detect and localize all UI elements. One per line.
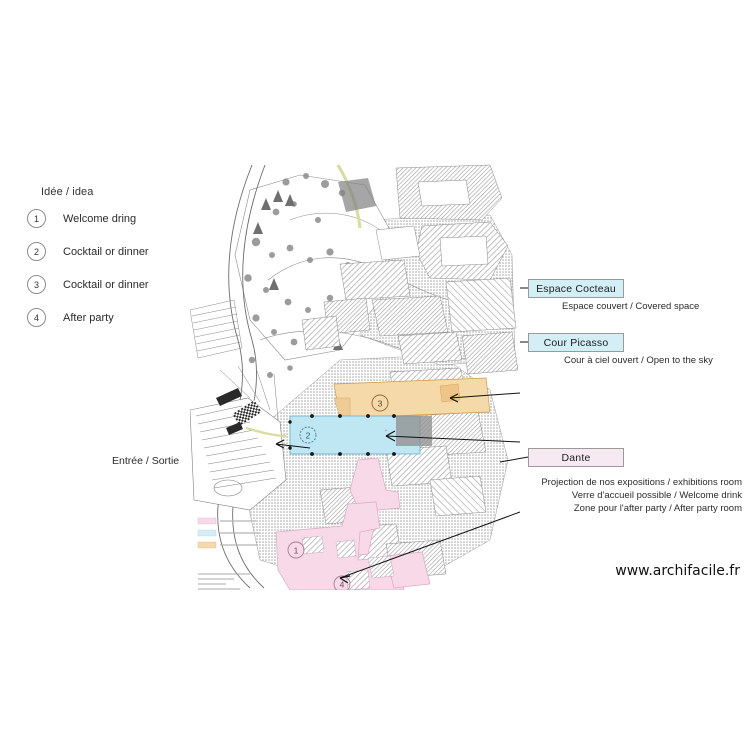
callout-espace-cocteau[interactable]: Espace Cocteau — [528, 279, 624, 298]
marker-circle-4: 4 — [27, 308, 46, 327]
svg-text:3: 3 — [378, 399, 383, 409]
svg-text:2: 2 — [306, 431, 311, 441]
zone-espace-cocteau — [333, 377, 491, 419]
marker-circle-2: 2 — [27, 242, 46, 261]
legend-label-2: Cocktail or dinner — [63, 245, 149, 258]
dante-description-line-3: Zone pour l'after party / After party ro… — [573, 503, 742, 514]
marker-3-on-map: 3 — [371, 394, 389, 412]
entrance-plaza — [190, 365, 287, 511]
marker-circle-3: 3 — [27, 275, 46, 294]
legend-item-1: 1 Welcome dring — [27, 206, 227, 231]
terrace-slope — [190, 299, 243, 359]
legend-label-3: Cocktail or dinner — [63, 278, 149, 291]
svg-text:4: 4 — [340, 580, 345, 590]
legend-item-4: 4 After party — [27, 305, 227, 330]
svg-text:1: 1 — [294, 546, 299, 556]
map-arrows — [275, 392, 520, 584]
callout-cour-picasso-subtitle: Cour à ciel ouvert / Open to the sky — [564, 355, 713, 366]
entrance-exit-label: Entrée / Sortie — [112, 455, 180, 467]
callout-espace-cocteau-subtitle: Espace couvert / Covered space — [562, 301, 700, 312]
archifacile-url[interactable]: www.archifacile.fr — [615, 563, 740, 579]
legend-label-4: After party — [63, 311, 114, 324]
site-plan-map: 3 2 + — [190, 160, 520, 590]
svg-text:+: + — [385, 428, 388, 434]
legend-label-1: Welcome dring — [63, 212, 137, 225]
map-micro-text — [198, 573, 250, 590]
zone-cour-picasso: 2 + — [288, 414, 432, 456]
legend-title: Idée / idea — [41, 186, 94, 198]
callout-dante[interactable]: Dante — [528, 448, 624, 467]
dante-description-line-2: Verre d'accueil possible / Welcome drink — [571, 490, 742, 501]
idea-legend: Idée / idea 1 Welcome dring 2 Cocktail o… — [27, 186, 227, 330]
callout-cour-picasso[interactable]: Cour Picasso — [528, 333, 624, 352]
legend-item-3: 3 Cocktail or dinner — [27, 272, 227, 297]
dante-description: Projection de nos expositions / exhibiti… — [420, 476, 742, 515]
marker-circle-1: 1 — [27, 209, 46, 228]
legend-item-2: 2 Cocktail or dinner — [27, 239, 227, 264]
dante-description-line-1: Projection de nos expositions / exhibiti… — [541, 477, 742, 488]
marker-1-on-map: 1 — [287, 541, 305, 559]
map-mini-legend — [197, 517, 260, 549]
marker-4-on-map: 4 — [333, 575, 351, 590]
zone-dante — [275, 501, 431, 590]
